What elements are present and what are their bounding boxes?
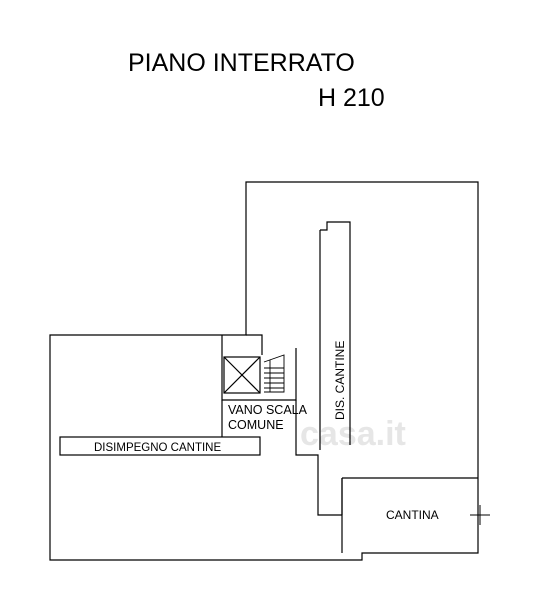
room-label-stair-sub: COMUNE (228, 418, 284, 432)
room-label-corridor: DISIMPEGNO CANTINE (94, 442, 221, 454)
staircase (263, 354, 285, 393)
elevator-shaft (223, 356, 261, 394)
room-label-stair: VANO SCALA (228, 403, 308, 417)
room-label-cantina: CANTINA (386, 508, 439, 522)
watermark: casa.it (300, 415, 406, 453)
door-mark (470, 505, 490, 525)
room-label-dis-cantine: DIS. CANTINE (333, 341, 347, 420)
corridor-band (59, 436, 261, 456)
outer-wall (49, 181, 479, 561)
plan-title: PIANO INTERRATO (128, 49, 355, 77)
height-label: H 210 (318, 84, 385, 112)
interior-walls (221, 221, 478, 553)
